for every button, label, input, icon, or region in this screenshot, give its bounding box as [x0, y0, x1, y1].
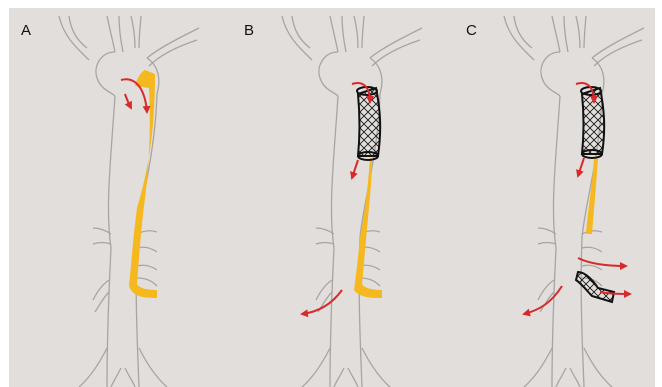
aorta-outline: [59, 16, 199, 387]
false-lumen: [354, 158, 382, 298]
panel-c: [454, 8, 662, 387]
stent-graft-thoracic: [581, 87, 604, 158]
panel-b: [232, 8, 447, 387]
stent-graft: [357, 87, 380, 160]
aortic-dissection-figure: A: [9, 8, 655, 387]
panel-a: [9, 8, 224, 387]
aorta-outline: [504, 16, 644, 387]
false-lumen: [129, 70, 157, 298]
aorta-outline: [282, 16, 422, 387]
false-lumen: [586, 158, 598, 234]
